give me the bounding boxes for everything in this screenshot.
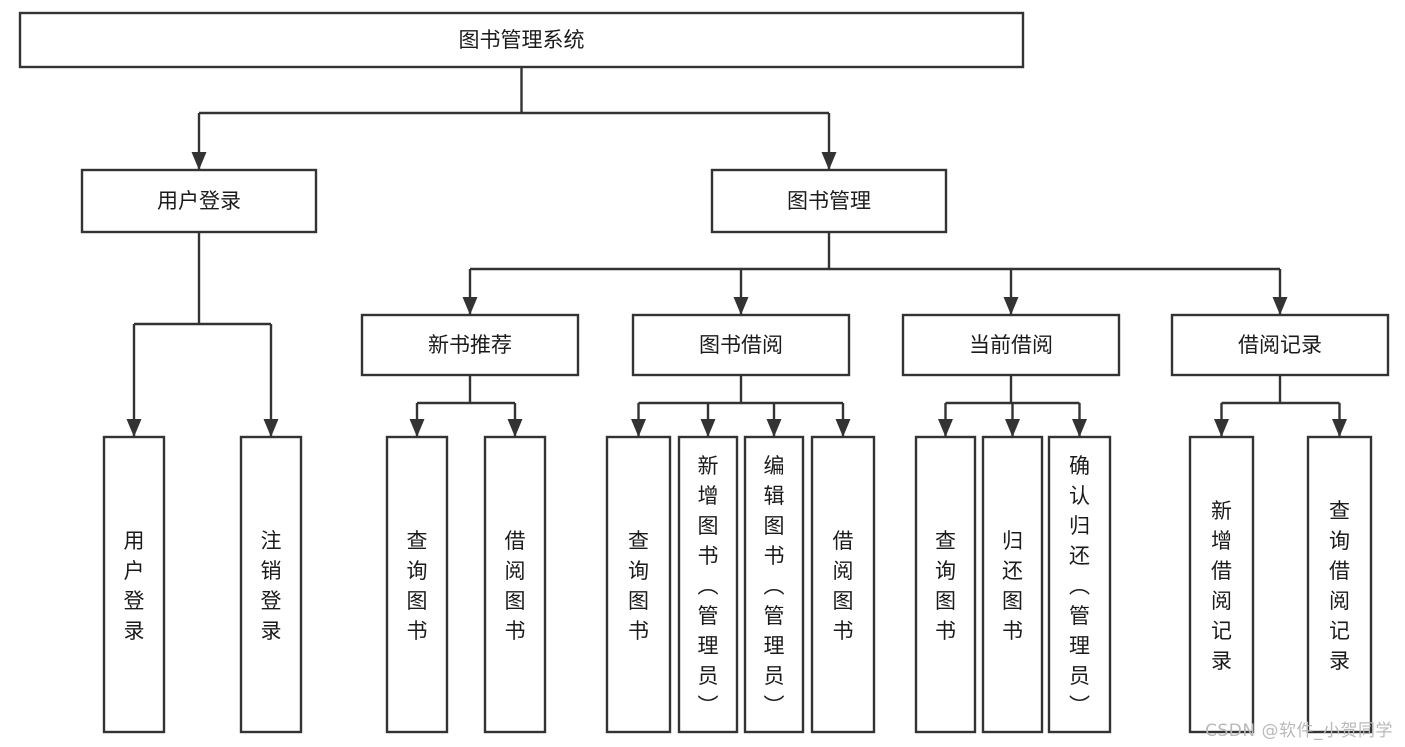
node-box[interactable] bbox=[914, 435, 977, 734]
node-leaf-borrow-add[interactable]: 新增图书︵管理员︶ bbox=[677, 435, 739, 734]
node-label: 新书推荐 bbox=[428, 333, 512, 357]
node-leaf-cur-query[interactable]: 查询图书 bbox=[914, 435, 977, 734]
arrow-head-icon bbox=[700, 419, 716, 437]
arrow-head-icon bbox=[1003, 297, 1019, 315]
node-label: 查询借阅记录 bbox=[1329, 499, 1350, 673]
edge-group bbox=[1214, 375, 1347, 437]
arrow-head-icon bbox=[263, 419, 279, 437]
node-borrow-record[interactable]: 借阅记录 bbox=[1170, 313, 1390, 377]
arrow-head-icon bbox=[191, 152, 207, 170]
node-label: 用户登录 bbox=[124, 529, 145, 643]
arrow-head-icon bbox=[821, 152, 837, 170]
node-leaf-borrow-edit[interactable]: 编辑图书︵管理员︶ bbox=[743, 435, 805, 734]
node-leaf-user-login[interactable]: 用户登录 bbox=[102, 435, 166, 734]
node-box[interactable] bbox=[1188, 435, 1255, 734]
arrow-head-icon bbox=[507, 419, 523, 437]
node-book-borrow[interactable]: 图书借阅 bbox=[631, 313, 851, 377]
node-label: 借阅图书 bbox=[505, 529, 526, 643]
node-book-manage[interactable]: 图书管理 bbox=[710, 168, 948, 234]
node-label: 编辑图书︵管理员︶ bbox=[764, 454, 785, 718]
node-leaf-rec-query[interactable]: 查询图书 bbox=[385, 435, 449, 734]
node-box[interactable] bbox=[981, 435, 1044, 734]
node-leaf-logout[interactable]: 注销登录 bbox=[239, 435, 303, 734]
arrow-head-icon bbox=[938, 419, 953, 437]
node-leaf-rec-search[interactable]: 查询借阅记录 bbox=[1306, 435, 1373, 734]
arrow-head-icon bbox=[766, 419, 782, 437]
node-box[interactable] bbox=[385, 435, 449, 734]
node-leaf-rec-add[interactable]: 新增借阅记录 bbox=[1188, 435, 1255, 734]
node-label: 新增借阅记录 bbox=[1211, 499, 1232, 673]
node-box[interactable] bbox=[631, 313, 851, 377]
node-box[interactable] bbox=[102, 435, 166, 734]
arrow-head-icon bbox=[1332, 419, 1347, 437]
node-box[interactable] bbox=[810, 435, 876, 734]
node-current-borrow[interactable]: 当前借阅 bbox=[901, 313, 1121, 377]
node-box[interactable] bbox=[710, 168, 948, 234]
node-box[interactable] bbox=[743, 435, 805, 734]
node-box[interactable] bbox=[483, 435, 547, 734]
node-label: 当前借阅 bbox=[969, 333, 1053, 357]
node-label: 归还图书 bbox=[1002, 529, 1023, 643]
node-new-book-rec[interactable]: 新书推荐 bbox=[360, 313, 580, 377]
node-label: 查询图书 bbox=[628, 529, 649, 643]
edge-group bbox=[631, 375, 851, 437]
node-leaf-rec-borrow[interactable]: 借阅图书 bbox=[483, 435, 547, 734]
arrow-head-icon bbox=[631, 419, 646, 437]
node-box[interactable] bbox=[80, 168, 318, 234]
node-box[interactable] bbox=[18, 11, 1025, 69]
edge-group bbox=[462, 232, 1288, 315]
edge-group bbox=[126, 232, 279, 437]
node-leaf-cur-return[interactable]: 归还图书 bbox=[981, 435, 1044, 734]
arrow-head-icon bbox=[409, 419, 425, 437]
arrow-head-icon bbox=[1005, 419, 1020, 437]
node-box[interactable] bbox=[1306, 435, 1373, 734]
connector-layer bbox=[126, 67, 1347, 437]
arrow-head-icon bbox=[835, 419, 851, 437]
node-leaf-borrow-do[interactable]: 借阅图书 bbox=[810, 435, 876, 734]
node-label: 查询图书 bbox=[407, 529, 428, 643]
node-box[interactable] bbox=[605, 435, 672, 734]
node-label: 图书管理 bbox=[787, 189, 871, 213]
node-box[interactable] bbox=[1170, 313, 1390, 377]
node-box[interactable] bbox=[677, 435, 739, 734]
node-box[interactable] bbox=[1047, 435, 1112, 734]
arrow-head-icon bbox=[126, 419, 142, 437]
node-label: 借阅记录 bbox=[1238, 333, 1322, 357]
arrow-head-icon bbox=[1214, 419, 1229, 437]
node-label: 借阅图书 bbox=[833, 529, 854, 643]
node-label: 图书借阅 bbox=[699, 333, 783, 357]
arrow-head-icon bbox=[1072, 419, 1087, 437]
node-leaf-cur-confirm[interactable]: 确认归还︵管理员︶ bbox=[1047, 435, 1112, 734]
node-label: 确认归还︵管理员︶ bbox=[1069, 454, 1090, 718]
edge-group bbox=[409, 375, 523, 437]
node-box[interactable] bbox=[239, 435, 303, 734]
arrow-head-icon bbox=[462, 297, 478, 315]
node-label: 图书管理系统 bbox=[459, 28, 585, 52]
arrow-head-icon bbox=[733, 297, 749, 315]
node-box[interactable] bbox=[360, 313, 580, 377]
node-layer: 图书管理系统用户登录图书管理新书推荐图书借阅当前借阅借阅记录用户登录注销登录查询… bbox=[18, 11, 1390, 734]
node-label: 查询图书 bbox=[935, 529, 956, 643]
edge-group bbox=[191, 67, 837, 170]
node-leaf-borrow-query[interactable]: 查询图书 bbox=[605, 435, 672, 734]
csdn-watermark: CSDN @软件_小贺同学 bbox=[1205, 721, 1393, 741]
node-box[interactable] bbox=[901, 313, 1121, 377]
node-root[interactable]: 图书管理系统 bbox=[18, 11, 1025, 69]
node-label: 用户登录 bbox=[157, 189, 241, 213]
edge-group bbox=[938, 375, 1087, 437]
node-label: 新增图书︵管理员︶ bbox=[698, 454, 719, 718]
node-label: 注销登录 bbox=[261, 529, 282, 643]
node-user-login[interactable]: 用户登录 bbox=[80, 168, 318, 234]
arrow-head-icon bbox=[1272, 297, 1288, 315]
